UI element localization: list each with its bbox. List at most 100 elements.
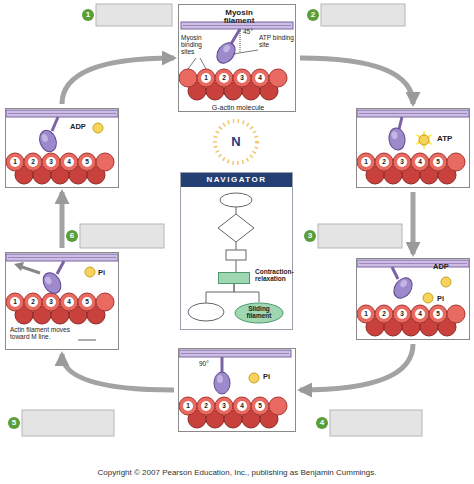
actin-filament (357, 153, 465, 184)
actin-filament (6, 293, 114, 324)
actin-number: 3 (219, 401, 229, 411)
myosin-neck (221, 357, 224, 372)
flow-oval (220, 193, 252, 207)
angle-label: 90° (199, 361, 219, 368)
step-number: 4 (316, 417, 328, 429)
navigator-title: NAVIGATOR (181, 173, 292, 187)
myosin-filament (357, 110, 469, 117)
actin-number: 5 (82, 297, 92, 307)
myosin-head (213, 39, 239, 66)
leader-line (222, 92, 230, 100)
actin-number: 1 (201, 73, 211, 83)
atp-molecule (419, 135, 429, 145)
myosin-neck (52, 117, 58, 131)
atp-glow (415, 130, 433, 150)
actin-number: 3 (237, 73, 247, 83)
phosphate-molecule (423, 293, 433, 303)
leader-line (200, 58, 206, 69)
molecule-label: Pi (437, 295, 453, 303)
flow-line (236, 242, 237, 250)
cycle-arrow (62, 354, 174, 390)
myosin-filament (6, 110, 118, 117)
myosin-filament (357, 260, 469, 267)
actin-number: 1 (10, 157, 20, 167)
navigator-box: NAVIGATOR Contraction-relaxationSliding f… (180, 172, 293, 330)
molecule-label: ATP (437, 135, 467, 143)
cycle-arrow (62, 58, 174, 104)
myosin-head (390, 274, 416, 301)
actin-filament (6, 153, 114, 184)
step-panel: ADP (5, 108, 119, 188)
actin-number: 4 (64, 157, 74, 167)
myosin-head (40, 269, 65, 296)
flow-line (206, 284, 234, 303)
power-stroke-arrow (22, 267, 40, 273)
step-number: 5 (8, 417, 20, 429)
flow-line (236, 260, 237, 272)
step-number: 1 (82, 9, 94, 21)
process-box: Contraction-relaxation (218, 272, 250, 284)
cycle-arrow (300, 58, 413, 104)
flow-connector (234, 284, 259, 302)
step-panel: Myosin filamentMyosin binding sites45°AT… (178, 4, 296, 112)
cycle-arrow (60, 192, 65, 248)
step-number: 3 (304, 230, 316, 242)
blank-label-box (321, 4, 405, 26)
actin-number: 5 (433, 157, 443, 167)
actin-filament (179, 397, 287, 428)
flow-step-label: Sliding filament (239, 306, 279, 320)
actin-number: 1 (183, 401, 193, 411)
molecule-label: ADP (70, 123, 96, 131)
actin-number: 2 (28, 157, 38, 167)
step-panel: PiActin filament moves toward M line. (5, 252, 119, 350)
actin-number: 2 (379, 157, 389, 167)
actin-number: 3 (46, 157, 56, 167)
molecule-label: ADP (433, 263, 463, 271)
actin-number: 4 (255, 73, 265, 83)
annotation-text: Actin filament moves toward M line. (10, 327, 82, 341)
myosin-filament (6, 254, 118, 261)
cycle-arrow (411, 192, 416, 254)
phosphate-molecule (85, 267, 95, 277)
angle-label: 45° (243, 29, 259, 36)
leader-line (233, 50, 258, 54)
compass-ring (215, 121, 257, 163)
step-panel: ADP Pi (356, 258, 470, 340)
myosin-filament (179, 350, 291, 357)
phosphate-molecule (249, 373, 259, 383)
leader-line (188, 58, 196, 69)
step-number: 2 (307, 9, 319, 21)
actin-number: 1 (361, 309, 371, 319)
actin-number: 2 (219, 73, 229, 83)
flow-oval (188, 303, 224, 321)
blank-label-box (330, 410, 422, 436)
compass-letter: N (229, 135, 243, 149)
actin-number: 1 (361, 157, 371, 167)
actin-number: 2 (379, 309, 389, 319)
step-panel: ATP (356, 108, 470, 188)
myosin-neck (231, 29, 240, 44)
actin-number: 2 (201, 401, 211, 411)
actin-number: 4 (237, 401, 247, 411)
myosin-neck (399, 117, 402, 129)
flow-box (226, 250, 246, 260)
actin-number: 1 (10, 297, 20, 307)
annotation-text: ATP binding site (259, 35, 295, 49)
adp-molecule (441, 277, 451, 287)
actin-number: 4 (415, 157, 425, 167)
actin-number: 3 (397, 309, 407, 319)
blank-label-box (80, 224, 164, 248)
molecule-label: Pi (263, 373, 279, 381)
myosin-head (388, 127, 407, 151)
movement-arrow (78, 340, 96, 341)
step-panel: 90° Pi (178, 348, 296, 432)
blank-label-box (96, 4, 172, 26)
molecule-label: Pi (98, 269, 114, 277)
flow-step-label: Contraction-relaxation (255, 269, 301, 283)
actin-number: 4 (415, 309, 425, 319)
blank-label-box (22, 410, 114, 436)
copyright-caption: Copyright © 2007 Pearson Education, Inc.… (0, 468, 474, 477)
